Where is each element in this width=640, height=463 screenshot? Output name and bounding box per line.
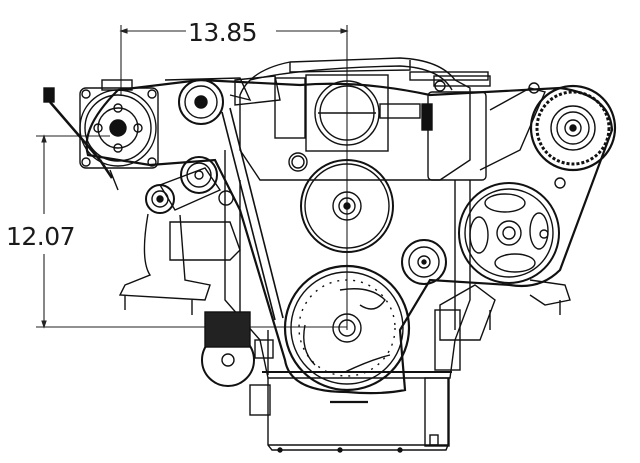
idler-pulley-upper (164, 77, 252, 125)
power-steering-pulley (458, 182, 571, 315)
belt-tensioner (158, 156, 234, 211)
ac-compressor (79, 79, 159, 169)
height-dimension (36, 134, 347, 329)
exhaust-manifold-left (118, 213, 241, 315)
starter-motor (201, 311, 274, 416)
height-dimension-label: 12.07 (4, 222, 78, 251)
sensor-lead (43, 87, 119, 191)
width-dimension (119, 25, 349, 330)
reservoir-box (421, 75, 491, 181)
width-dimension-label: 13.85 (186, 18, 260, 47)
engine-block (224, 150, 471, 379)
serpentine-belt (85, 78, 614, 395)
right-bracket (434, 284, 496, 371)
crankshaft-balancer (283, 264, 411, 392)
alternator (479, 82, 617, 189)
water-pump-pulley (288, 152, 394, 253)
oil-pan (267, 377, 450, 453)
throttle-body (274, 74, 421, 152)
idler-pulley-right (401, 239, 447, 285)
idler-pulley-left (145, 184, 175, 214)
